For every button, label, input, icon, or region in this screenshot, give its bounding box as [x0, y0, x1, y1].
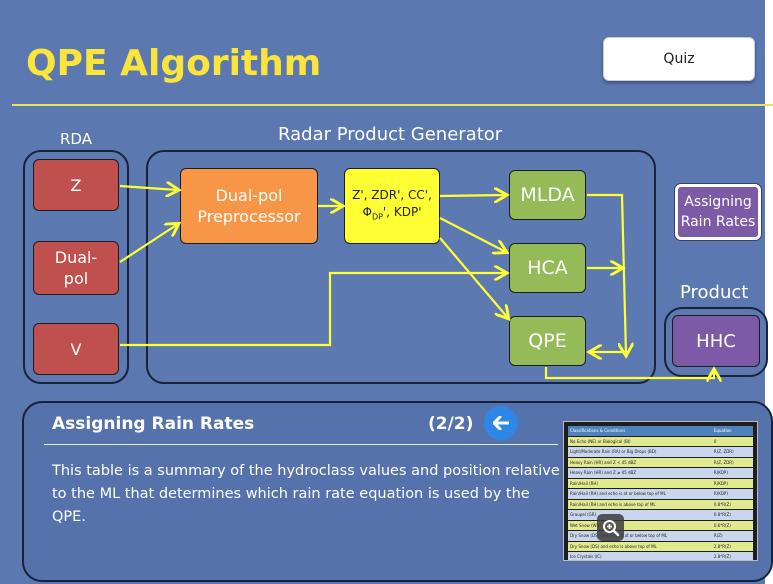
variables-line-2-rest: ', KDP': [382, 204, 422, 219]
thumbnail-cell-equation: 0.6*R(Z): [711, 520, 753, 530]
mlda-box: MLDA: [509, 170, 586, 220]
thumbnail-cell-condition: Rain/Hail (RH) and echo is above top of …: [568, 499, 712, 509]
thumbnail-cell-equation: R(Z, ZDR): [711, 457, 753, 467]
thumbnail-row: Dry Snow (DS) and echo is at or below to…: [568, 531, 753, 541]
thumbnail-cell-condition: Light/Moderate Rain (RA) or Big Drops (B…: [568, 447, 712, 457]
thumbnail-cell-condition: Heavy Rain (HR) and Z < 45 dBZ: [568, 457, 712, 467]
thumbnail-cell-condition: Heavy Rain (HR) and Z ≥ 45 dBZ: [568, 468, 712, 478]
zoom-in-icon: [602, 519, 619, 536]
thumbnail-row: Wet Snow (WS)0.6*R(Z): [568, 520, 753, 530]
info-divider: [44, 444, 558, 445]
thumbnail-cell-equation: Equation: [711, 426, 753, 436]
hhc-box: HHC: [672, 315, 760, 367]
preprocessor-label: Dual-pol Preprocessor: [197, 186, 301, 226]
variables-line-1: Z', ZDR', CC',: [352, 187, 432, 202]
thumbnail-cell-equation: R(KDP): [711, 489, 753, 499]
thumbnail-row: Graupel (GR)0.8*R(Z): [568, 510, 753, 520]
info-body-text: This table is a summary of the hydroclas…: [52, 463, 560, 525]
thumbnail-cell-equation: R(KDP): [711, 478, 753, 488]
info-heading: Assigning Rain Rates: [52, 414, 255, 434]
thumbnail-cell-condition: Rain/Hail (RH) and echo is at or below t…: [568, 489, 712, 499]
thumbnail-cell-condition: Dry Snow (DS) and echo is at or below to…: [568, 531, 712, 541]
page-title: QPE Algorithm: [26, 43, 322, 84]
phi-symbol: Φ: [362, 204, 372, 219]
rpg-label: Radar Product Generator: [278, 124, 503, 145]
thumbnail-row: Ice Crystals (IC)2.8*R(Z): [568, 552, 753, 560]
qpe-box: QPE: [509, 316, 586, 366]
thumbnail-cell-condition: Classifications & Conditions: [568, 426, 712, 436]
variables-line-2: ΦDP', KDP': [362, 204, 421, 225]
preprocessor-box: Dual-pol Preprocessor: [180, 168, 318, 244]
assigning-rain-rates-label: Assigning Rain Rates: [680, 194, 756, 230]
mlda-label: MLDA: [520, 184, 575, 206]
v-input-box: V: [33, 323, 119, 375]
hhc-label: HHC: [696, 330, 736, 352]
thumbnail-cell-equation: 0.8*R(Z): [711, 499, 753, 509]
thumbnail-cell-equation: R(Z, ZDR): [711, 447, 753, 457]
thumbnail-row: Rain/Hail (RH) and echo is at or below t…: [568, 489, 753, 499]
thumbnail-cell-condition: Ice Crystals (IC): [568, 552, 712, 560]
quiz-button[interactable]: Quiz: [603, 37, 755, 81]
hca-label: HCA: [527, 257, 568, 279]
thumbnail-row: No Echo (NE) or Biological (BI)0: [568, 436, 753, 446]
thumbnail-cell-equation: R(KDP): [711, 468, 753, 478]
info-page-indicator: (2/2): [428, 414, 474, 434]
rda-label: RDA: [60, 130, 92, 148]
product-label: Product: [680, 282, 749, 303]
dual-pol-input-label: Dual- pol: [54, 248, 98, 288]
thumbnail-cell-equation: 2.8*R(Z): [711, 552, 753, 560]
phi-subscript: DP: [371, 212, 383, 222]
thumbnail-cell-condition: Dry Snow (DS) and echo is above top of M…: [568, 541, 712, 551]
thumbnail-row: Rain/Hail (RH)R(KDP): [568, 478, 753, 488]
thumbnail-row: Rain/Hail (RH) and echo is above top of …: [568, 499, 753, 509]
z-input-box: Z: [33, 159, 119, 211]
title-divider: [12, 104, 773, 106]
arrow-left-icon: [493, 416, 509, 430]
thumbnail-cell-equation: 2.8*R(Z): [711, 541, 753, 551]
variables-box: Z', ZDR', CC', ΦDP', KDP': [344, 168, 440, 244]
assigning-rain-rates-button[interactable]: Assigning Rain Rates: [675, 184, 761, 240]
dual-pol-input-box: Dual- pol: [33, 241, 119, 295]
thumbnail-cell-equation: 0: [711, 436, 753, 446]
thumbnail-cell-equation: 0.8*R(Z): [711, 510, 753, 520]
thumbnail-row: Dry Snow (DS) and echo is above top of M…: [568, 541, 753, 551]
thumbnail-cell-condition: Wet Snow (WS): [568, 520, 712, 530]
z-input-label: Z: [70, 175, 82, 195]
v-input-label: V: [70, 339, 82, 359]
qpe-label: QPE: [528, 330, 567, 352]
thumbnail-cell-condition: No Echo (NE) or Biological (BI): [568, 436, 712, 446]
hca-box: HCA: [509, 243, 586, 293]
thumbnail-cell-condition: Graupel (GR): [568, 510, 712, 520]
zoom-button[interactable]: [597, 514, 624, 541]
thumbnail-row: Light/Moderate Rain (RA) or Big Drops (B…: [568, 447, 753, 457]
thumbnail-cell-equation: R(Z): [711, 531, 753, 541]
slide-edge: [765, 0, 773, 584]
thumbnail-cell-condition: Rain/Hail (RH): [568, 478, 712, 488]
back-button[interactable]: [484, 406, 518, 440]
